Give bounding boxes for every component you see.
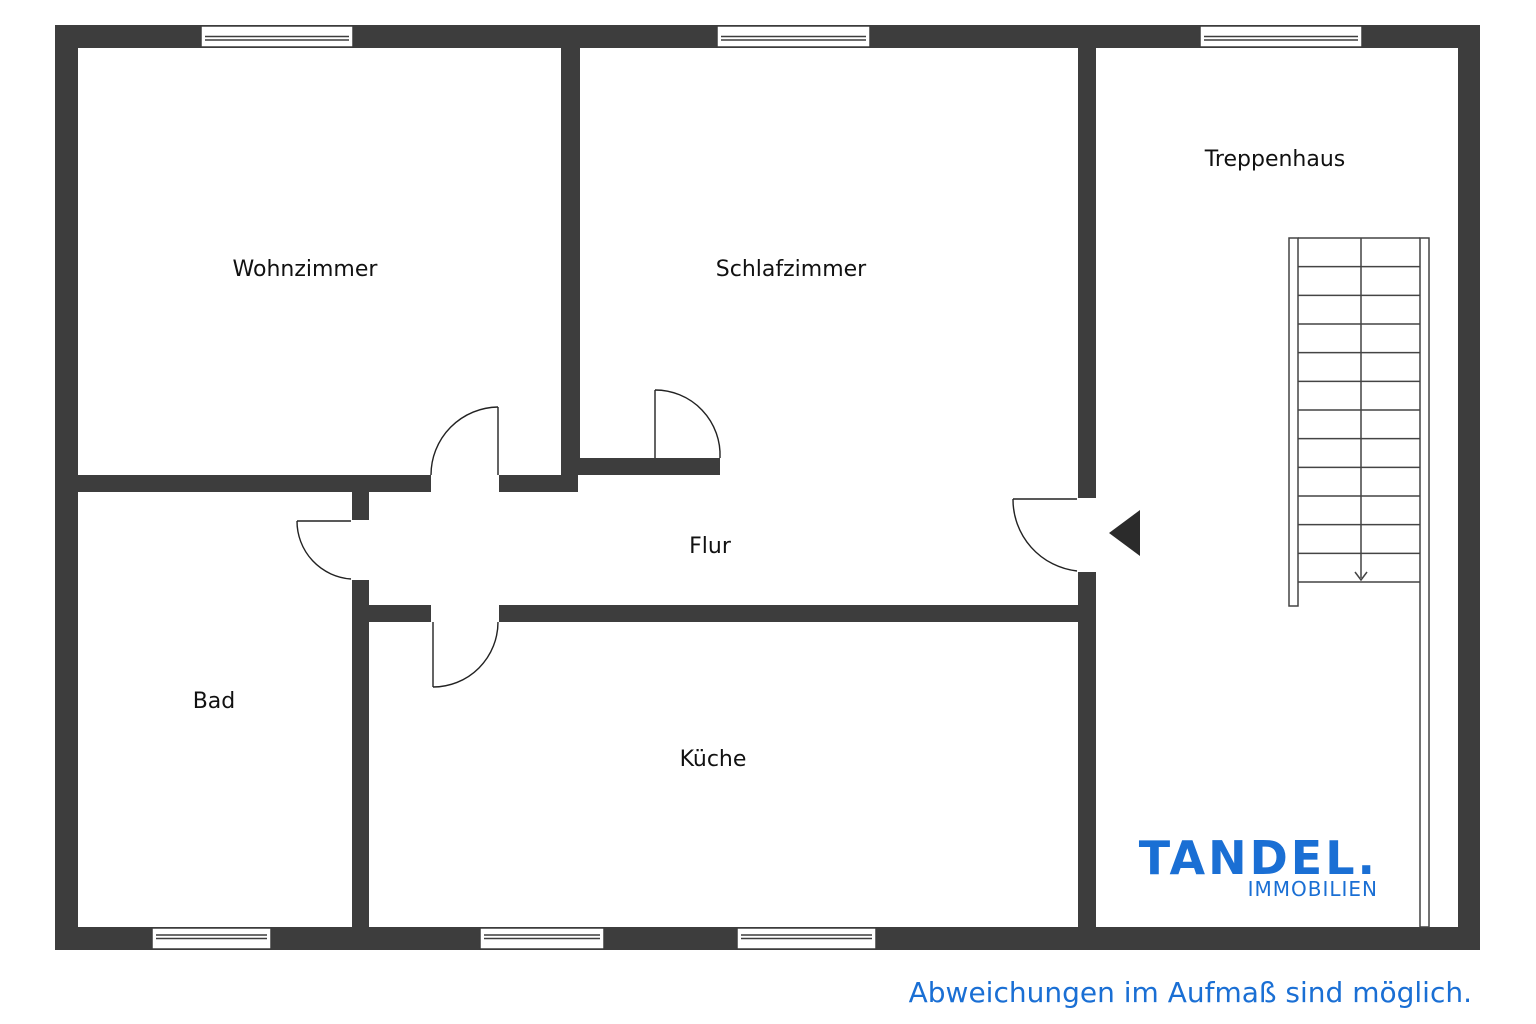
room-label-kueche: Küche [680,747,747,772]
entrance-arrow-icon [1109,510,1140,556]
stair-steps [1298,265,1420,583]
room-label-bad: Bad [193,689,236,714]
walls [55,25,1480,950]
brand-logo-main: TANDEL. [1139,831,1378,885]
doors [296,389,1078,688]
door-wohnzimmer [430,406,499,476]
window-kueche-left [479,927,605,950]
room-label-wohnzimmer: Wohnzimmer [233,257,379,282]
room-label-treppenhaus: Treppenhaus [1204,147,1346,172]
window-treppenhaus [1199,25,1363,48]
stair-rail-right [1419,237,1430,928]
stair-direction-arrow-icon [1354,571,1368,582]
disclaimer-text: Abweichungen im Aufmaß sind möglich. [908,976,1472,1009]
door-schlafzimmer [654,389,721,459]
door-treppenhaus [1012,498,1078,572]
brand-logo: TANDEL. IMMOBILIEN [1139,831,1378,901]
stair-rail-left [1288,237,1299,607]
windows [151,25,1363,950]
window-kueche-right [736,927,877,950]
staircase [1288,237,1430,928]
room-label-schlafzimmer: Schlafzimmer [716,257,867,282]
door-kueche [432,621,499,688]
window-schlafzimmer [716,25,871,48]
room-label-flur: Flur [689,534,732,559]
window-wohnzimmer [200,25,354,48]
brand-logo-sub: IMMOBILIEN [1248,877,1378,901]
door-bad [296,520,352,580]
room-labels: Wohnzimmer Schlafzimmer Treppenhaus Flur… [193,147,1346,772]
window-bad [151,927,272,950]
